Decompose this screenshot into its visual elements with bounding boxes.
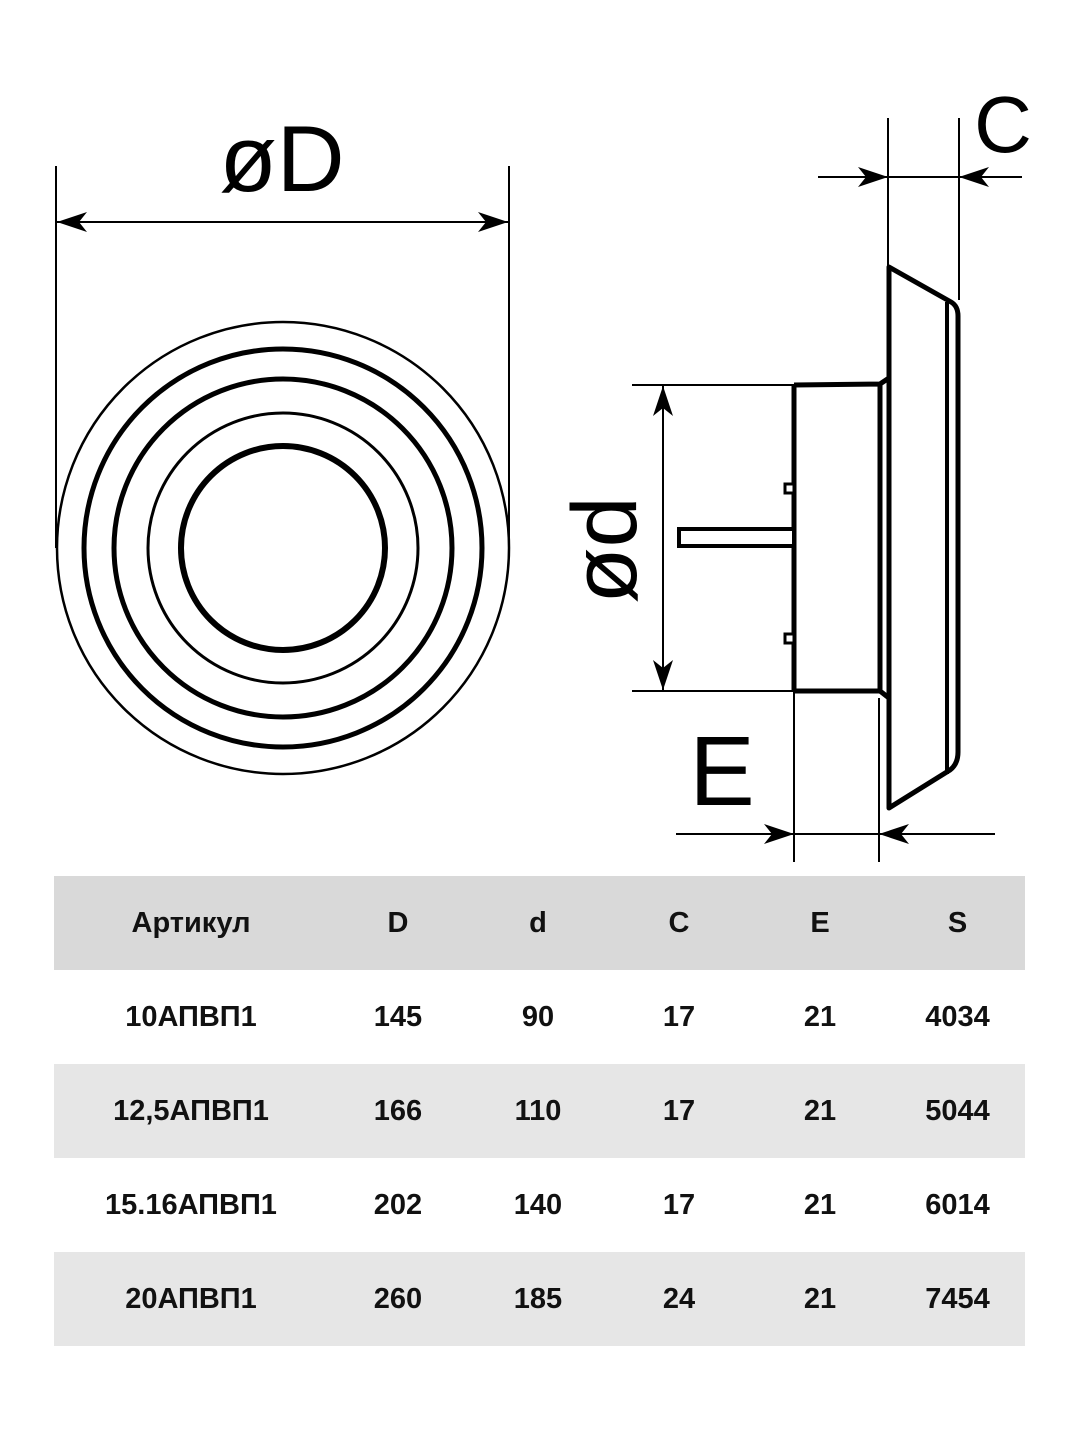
cell-S: 5044 [925, 1094, 990, 1127]
table-row: 12,5АПВП1 166 110 17 21 5044 [54, 1064, 1025, 1158]
cell-D: 260 [373, 1282, 423, 1315]
spec-table: Артикул D d C E S 10АПВП1 145 90 17 21 4… [54, 876, 1025, 1346]
cell-article: 10АПВП1 [125, 1000, 257, 1033]
cell-C: 17 [662, 1188, 696, 1221]
ring-4 [146, 411, 420, 685]
table-header-row: Артикул D d C E S [54, 876, 1025, 970]
cell-E: 21 [803, 1282, 837, 1315]
tab-lower [783, 632, 796, 645]
ring-3 [111, 376, 455, 720]
table-row: 20АПВП1 260 185 24 21 7454 [54, 1252, 1025, 1346]
dimension-label-E: E [689, 716, 754, 826]
header-C: C [668, 906, 690, 939]
header-d: d [529, 906, 547, 939]
dimension-label-C: C [974, 80, 1032, 169]
body-outline [791, 375, 891, 700]
header-article: Артикул [131, 906, 251, 939]
front-view: øD [55, 106, 511, 776]
header-E: E [810, 906, 830, 939]
flange-outline [886, 264, 961, 811]
cell-S: 4034 [925, 1000, 990, 1033]
header-S: S [947, 906, 968, 939]
cell-D: 145 [373, 1000, 423, 1033]
cell-D: 166 [373, 1094, 423, 1127]
cell-article: 15.16АПВП1 [105, 1188, 277, 1221]
cell-C: 24 [662, 1282, 696, 1315]
tab-upper [783, 482, 796, 495]
cell-E: 21 [803, 1188, 837, 1221]
cell-d: 90 [521, 1000, 555, 1033]
stem [677, 527, 796, 548]
cell-C: 17 [662, 1094, 696, 1127]
ring-inner [178, 443, 388, 653]
table-row: 10АПВП1 145 90 17 21 4034 [54, 970, 1025, 1064]
cell-C: 17 [662, 1000, 696, 1033]
ring-outer [55, 320, 511, 776]
cell-S: 7454 [925, 1282, 990, 1315]
cell-d: 185 [513, 1282, 563, 1315]
cell-E: 21 [803, 1094, 837, 1127]
cell-article: 20АПВП1 [125, 1282, 257, 1315]
technical-drawing: øD C ød E [55, 80, 1032, 862]
dimension-label-D: øD [219, 106, 344, 211]
cell-d: 110 [514, 1094, 562, 1127]
dimension-label-d: ød [554, 496, 656, 603]
header-D: D [387, 906, 409, 939]
cell-D: 202 [373, 1188, 423, 1221]
cell-E: 21 [803, 1000, 837, 1033]
cell-article: 12,5АПВП1 [113, 1094, 269, 1127]
ring-2 [81, 346, 485, 750]
cell-d: 140 [513, 1188, 563, 1221]
table-row: 15.16АПВП1 202 140 17 21 6014 [54, 1158, 1025, 1252]
side-view: C ød E [554, 80, 1032, 862]
cell-S: 6014 [925, 1188, 990, 1221]
